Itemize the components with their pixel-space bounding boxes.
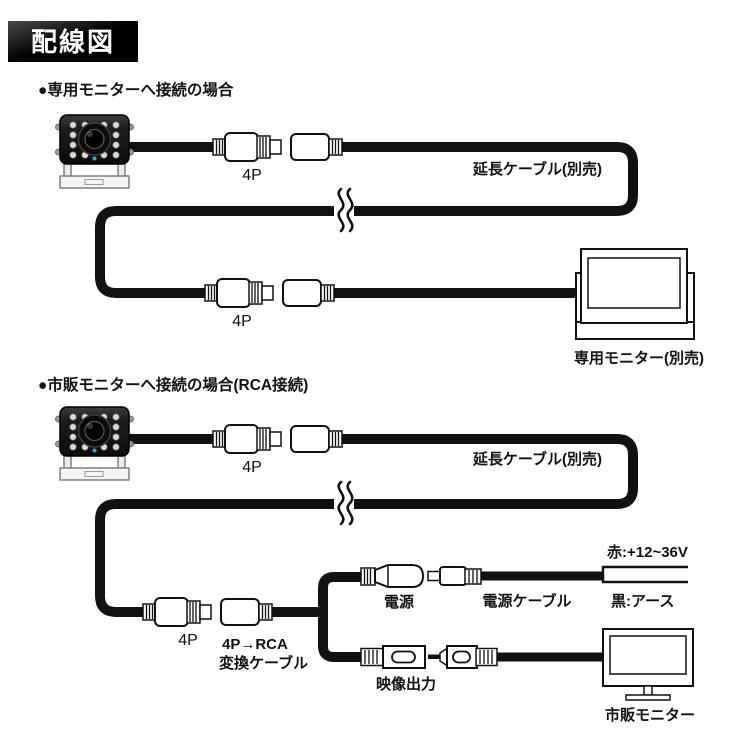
power-cable-label: 電源ケーブル bbox=[482, 592, 571, 610]
monitor-label: 市販モニター bbox=[605, 706, 695, 724]
dc-power-plug-icon bbox=[427, 566, 482, 586]
video-output-label: 映像出力 bbox=[376, 675, 436, 693]
connector-label: 4P bbox=[178, 632, 198, 649]
bare-wire-ends bbox=[601, 565, 688, 584]
cable-break-icon bbox=[332, 478, 356, 528]
connector-label: 4P bbox=[242, 459, 262, 476]
connector-4p-pair-icon bbox=[204, 278, 335, 308]
dedicated-monitor-icon bbox=[575, 248, 695, 340]
page-title: 配線図 bbox=[31, 27, 115, 57]
section-heading: ●市販モニターへ接続の場合(RCA接続) bbox=[38, 375, 308, 394]
rca-plug-icon bbox=[428, 645, 498, 669]
extension-cable-return bbox=[95, 206, 339, 298]
connector-4p-pair-icon bbox=[212, 424, 343, 454]
connector-4p-pair-icon bbox=[212, 132, 343, 162]
adapter-cable-label-line1: 4P→RCA bbox=[222, 636, 288, 653]
cable-break-icon bbox=[332, 185, 356, 235]
commercial-monitor-icon bbox=[602, 628, 694, 701]
page-header: 配線図 bbox=[8, 21, 138, 62]
extension-cable-run bbox=[332, 142, 638, 216]
extension-cable-label: 延長ケーブル(別売) bbox=[472, 450, 602, 468]
camera-icon bbox=[54, 114, 138, 189]
extension-cable-label: 延長ケーブル(別売) bbox=[472, 160, 602, 178]
section-commercial-monitor: ●市販モニターへ接続の場合(RCA接続) 4P 延長ケーブル(別売) 4P 4P… bbox=[38, 375, 695, 724]
connector-4p-pair-icon bbox=[142, 597, 273, 627]
adapter-cable-label-line2: 変換ケーブル bbox=[219, 654, 308, 672]
black-wire-label: 黒:アース bbox=[611, 593, 674, 610]
dc-power-jack-icon bbox=[360, 564, 425, 588]
extension-cable-return bbox=[95, 499, 339, 617]
breakout-branch bbox=[318, 572, 362, 662]
rca-jack-icon bbox=[360, 645, 426, 669]
connector-label: 4P bbox=[242, 167, 262, 184]
title-banner bbox=[8, 21, 138, 62]
power-plug-label: 電源 bbox=[384, 593, 414, 611]
section-dedicated-monitor: ●専用モニターへ接続の場合 4P 延長ケーブル(別売) 4P 専用モニター(別売… bbox=[38, 80, 704, 367]
camera-icon bbox=[54, 406, 138, 481]
section-heading: ●専用モニターへ接続の場合 bbox=[38, 80, 234, 99]
red-wire-label: 赤:+12~36V bbox=[607, 543, 688, 561]
extension-cable-run bbox=[332, 434, 638, 509]
monitor-label: 専用モニター(別売) bbox=[574, 349, 704, 367]
connector-label: 4P bbox=[232, 313, 252, 330]
